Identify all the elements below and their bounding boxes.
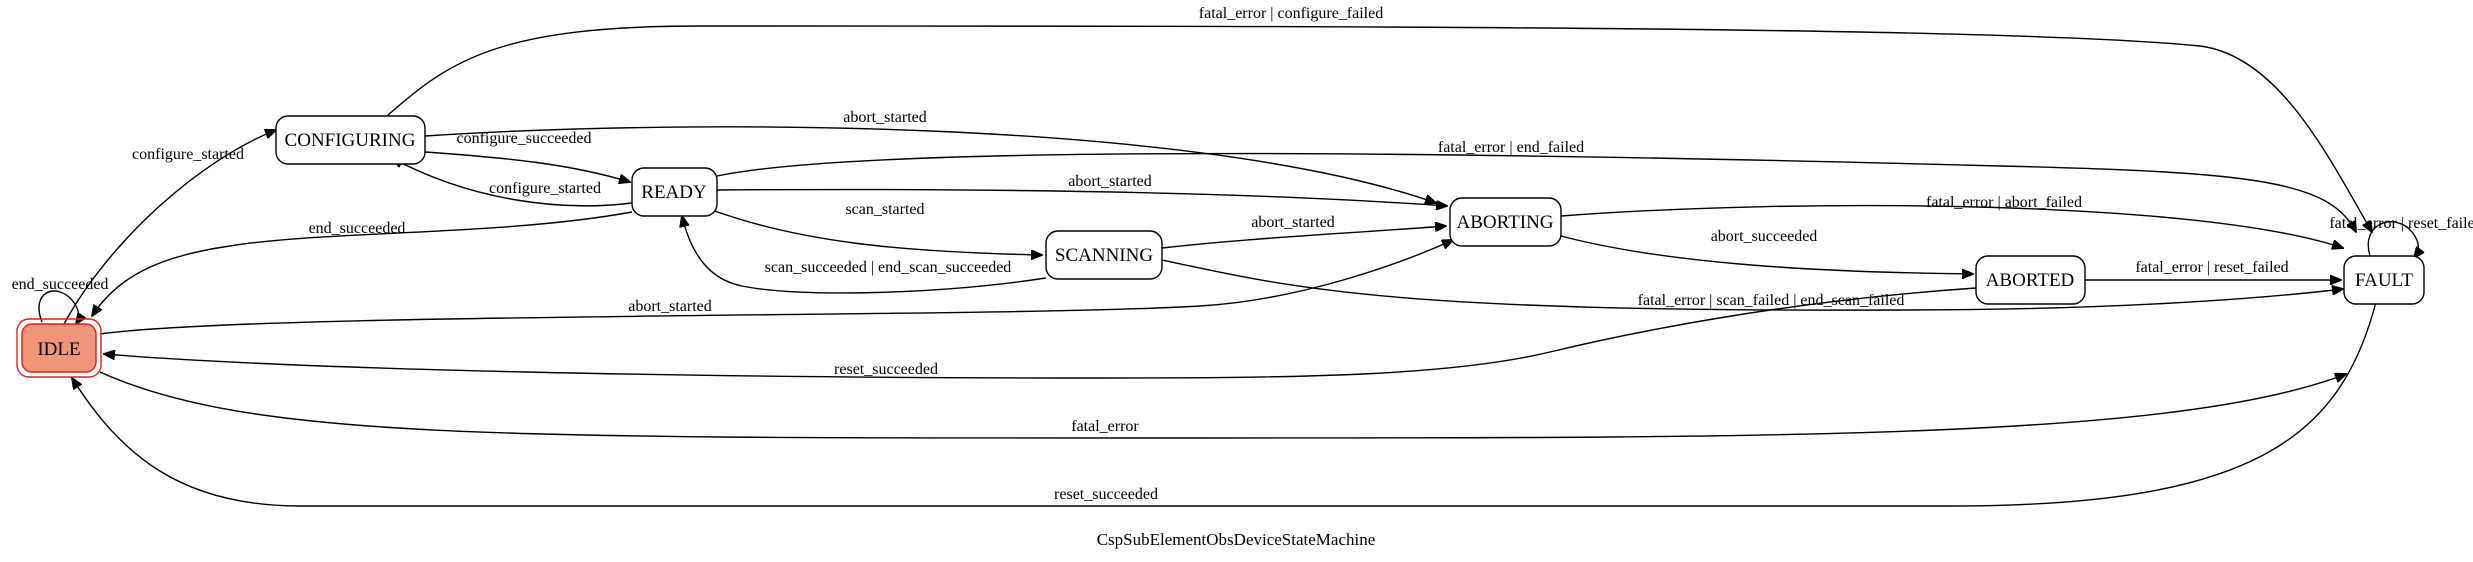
label-aborted-idle: reset_succeeded [834,361,938,378]
edge-idle-aborting [99,240,1453,335]
edge-scanning-fault [1161,259,2343,311]
state-ready-label: READY [641,182,707,203]
label-idle-aborting: abort_started [628,298,712,315]
edge-ready-scanning [711,209,1042,255]
label-fault-idle: reset_succeeded [1054,486,1158,503]
edge-aborting-fault [1560,204,2343,248]
edge-configuring-ready [424,151,630,182]
label-idle-self: end_succeeded [12,276,109,293]
label-configuring-ready: configure_succeeded [456,130,591,147]
state-ready[interactable]: READY [631,167,718,217]
label-scanning-aborting: abort_started [1251,214,1335,231]
state-aborting[interactable]: ABORTING [1449,197,1562,247]
label-scanning-ready: scan_succeeded | end_scan_succeeded [765,259,1012,276]
edge-ready-fault [716,152,2356,232]
state-idle[interactable]: IDLE [16,318,102,378]
edge-idle-fault [99,371,2346,439]
state-fault-label: FAULT [2355,270,2413,291]
label-idle-configuring: configure_started [132,146,244,163]
label-ready-fault: fatal_error | end_failed [1438,139,1584,156]
edge-configuring-fault [386,25,2372,232]
edge-scanning-aborting [1161,226,1446,249]
edge-ready-idle [92,211,633,316]
label-idle-fault: fatal_error [1071,418,1139,435]
label-configuring-aborting: abort_started [843,109,927,126]
state-aborted[interactable]: ABORTED [1975,255,2086,305]
label-aborted-fault: fatal_error | reset_failed [2135,259,2288,276]
edge-fault-self [2367,221,2418,258]
states: IDLE CONFIGURING READY SCANNING ABORTING… [16,115,2425,378]
label-ready-idle: end_succeeded [309,220,406,237]
edge-aborting-aborted [1560,235,1973,274]
edge-ready-aborting [716,188,1447,206]
state-scanning[interactable]: SCANNING [1045,230,1163,280]
transitions: configure_started end_succeeded abort_st… [12,5,2473,507]
edge-scanning-ready [682,216,1047,294]
label-ready-scanning: scan_started [845,201,924,218]
state-aborted-label: ABORTED [1986,270,2075,291]
state-idle-label: IDLE [37,339,80,360]
state-aborting-label: ABORTING [1456,212,1553,233]
label-configuring-fault: fatal_error | configure_failed [1199,5,1383,22]
state-scanning-label: SCANNING [1055,245,1153,266]
edge-aborted-idle [104,287,1977,379]
diagram-caption: CspSubElementObsDeviceStateMachine [1097,530,1376,549]
label-aborting-aborted: abort_succeeded [1711,228,1818,245]
edge-ready-configuring [392,158,633,207]
state-configuring[interactable]: CONFIGURING [275,115,426,165]
state-configuring-label: CONFIGURING [285,130,416,151]
edge-idle-configuring [63,130,276,325]
label-ready-aborting: abort_started [1068,173,1152,190]
label-ready-configuring: configure_started [489,180,601,197]
label-fault-self: fatal_error | reset_failed [2329,215,2473,232]
label-scanning-fault: fatal_error | scan_failed | end_scan_fai… [1638,292,1905,309]
edge-idle-self [38,290,79,324]
label-aborting-fault: fatal_error | abort_failed [1926,194,2082,211]
edge-fault-idle [72,301,2377,507]
edge-configuring-aborting [424,126,1436,203]
state-fault[interactable]: FAULT [2343,255,2425,305]
